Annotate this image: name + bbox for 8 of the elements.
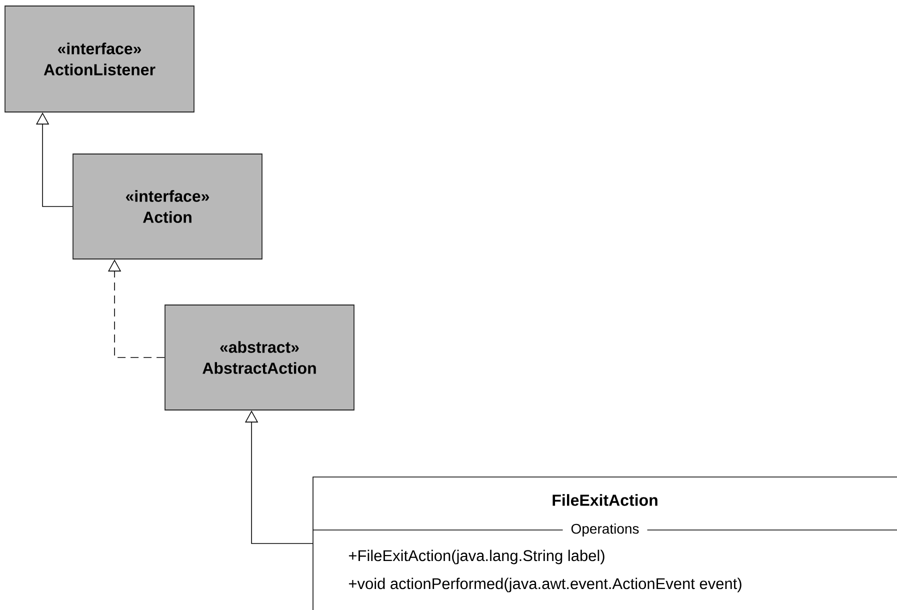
node-label: FileExitAction [552,494,658,506]
class-box: «abstract» AbstractAction [164,304,354,410]
node-label: +void actionPerformed(java.awt.event.ActionEvent event) [348,578,742,592]
class-box: FileExitAction Operations +FileExitAction(java.lang.String label) +void actionPerformed(java.awt.event.ActionEvent event) [312,476,897,610]
node-label: Operations [571,523,639,537]
class-box: «interface» Action [72,154,262,260]
node-label: +FileExitAction(java.lang.String label) [348,550,604,564]
class-box: «interface» ActionListener [4,6,194,112]
